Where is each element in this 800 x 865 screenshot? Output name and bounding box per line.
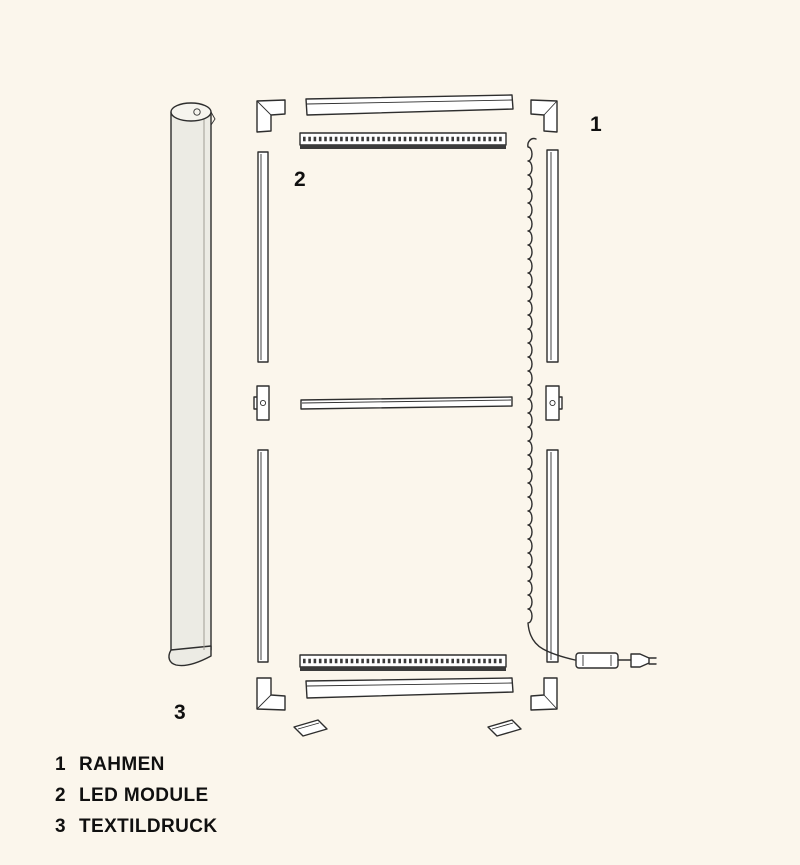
rail-left-lower bbox=[257, 449, 269, 663]
corner-top-right bbox=[530, 99, 558, 133]
crossbar-middle bbox=[300, 396, 513, 410]
led-strip-bottom bbox=[299, 654, 507, 671]
power-supply bbox=[575, 652, 619, 669]
corner-bottom-left bbox=[256, 677, 286, 711]
corner-bottom-right bbox=[530, 677, 558, 711]
legend-item: 2 LED MODULE bbox=[55, 785, 209, 806]
legend-item-number: 3 bbox=[55, 816, 66, 837]
connector-left bbox=[253, 385, 270, 421]
legend-item-number: 1 bbox=[55, 754, 66, 775]
rail-right-upper bbox=[546, 149, 559, 363]
legend-item: 3 TEXTILDRUCK bbox=[55, 816, 217, 837]
rail-left-upper bbox=[257, 151, 269, 363]
legend-item-number: 2 bbox=[55, 785, 66, 806]
led-callout: 2 bbox=[294, 168, 306, 191]
textile-callout: 3 bbox=[174, 701, 186, 724]
frame-top-bar bbox=[305, 94, 514, 116]
connector-right bbox=[545, 385, 563, 421]
legend-item: 1 RAHMEN bbox=[55, 754, 165, 775]
legend-item-label: LED MODULE bbox=[79, 785, 209, 806]
power-plug bbox=[617, 653, 657, 668]
power-cable bbox=[527, 137, 576, 661]
corner-top-left bbox=[256, 99, 286, 133]
legend-item-label: TEXTILDRUCK bbox=[79, 816, 217, 837]
textile-roll bbox=[168, 102, 216, 667]
foot-left bbox=[293, 719, 328, 737]
led-strip-top bbox=[299, 132, 507, 149]
legend: 1 RAHMEN 2 LED MODULE 3 TEXTILDRUCK bbox=[55, 754, 217, 837]
frame-callout: 1 bbox=[590, 113, 602, 136]
foot-right bbox=[487, 719, 522, 737]
rail-right-lower bbox=[546, 449, 559, 663]
frame-bottom-bar bbox=[305, 677, 514, 699]
legend-item-label: RAHMEN bbox=[79, 754, 165, 775]
